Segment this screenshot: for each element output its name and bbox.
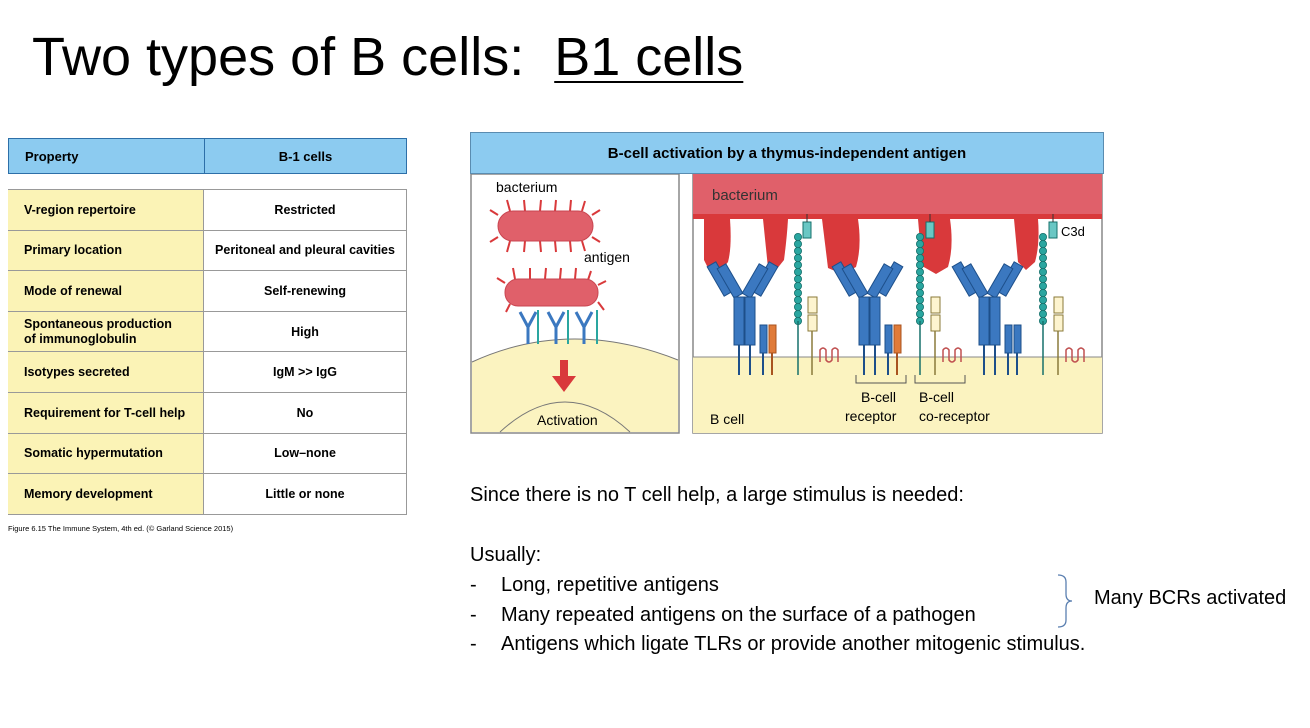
bcr-group-1 [706, 261, 779, 375]
figure-title: B-cell activation by a thymus-independen… [470, 132, 1104, 174]
list-item: - Many repeated antigens on the surface o… [470, 604, 1085, 634]
title-prefix: Two types of B cells: [32, 27, 525, 87]
slide-title: Two types of B cells: B1 cells [32, 26, 743, 88]
header-property: Property [9, 139, 205, 173]
list-item: - Long, repetitive antigens [470, 574, 1085, 604]
table-header: Property B-1 cells [8, 138, 407, 174]
row-property: Primary location [8, 230, 204, 271]
row-property: V-region repertoire [8, 190, 204, 230]
row-value: Low–none [204, 433, 407, 474]
coreceptor-chains [793, 233, 1048, 325]
bacterium-icon [489, 199, 601, 253]
row-property: Memory development [8, 474, 204, 514]
label-coreceptor-1: B-cell [919, 389, 954, 405]
bullet-list: - Long, repetitive antigens - Many repeated… [470, 574, 1085, 663]
stimulus-text: Since there is no T cell help, a large s… [470, 484, 964, 506]
header-value: B-1 cells [278, 148, 333, 164]
table-gap [8, 174, 407, 190]
bullet-dash: - [470, 633, 477, 655]
bullet-text: Long, repetitive antigens [501, 574, 719, 596]
label-receptor-2: receptor [845, 408, 897, 424]
table-row: Spontaneous production of immunoglobulin… [8, 311, 407, 353]
bacterium-body [497, 210, 594, 242]
label-antigen: antigen [584, 249, 630, 265]
label-bacterium-right: bacterium [712, 187, 778, 204]
row-value: Self-renewing [204, 271, 407, 311]
nucleus [499, 401, 631, 433]
row-property: Requirement for T-cell help [8, 392, 204, 433]
row-value: Restricted [204, 190, 407, 230]
row-property: Mode of renewal [8, 271, 204, 311]
row-value: High [204, 311, 407, 352]
bcr-small-icons [518, 311, 594, 344]
brace-icon [1057, 574, 1073, 628]
row-property: Somatic hypermutation [8, 433, 204, 474]
bullet-dash: - [470, 603, 477, 626]
label-coreceptor-2: co-receptor [919, 408, 990, 424]
bacterium-wall [693, 174, 1102, 214]
row-value: Peritoneal and pleural cavities [204, 230, 407, 271]
figure-caption: Figure 6.15 The Immune System, 4th ed. (… [8, 524, 234, 533]
row-value: Little or none [204, 474, 407, 514]
cd19-bars [807, 296, 1064, 332]
bracket-label: Many BCRs activated [1094, 587, 1287, 609]
bullet-dash: - [470, 574, 477, 596]
row-value: No [204, 392, 407, 433]
title-emphasis: B1 cells [554, 27, 744, 87]
row-value: IgM >> IgG [204, 352, 407, 392]
label-bacterium-left: bacterium [496, 179, 557, 195]
usually-heading: Usually: [470, 544, 542, 566]
label-brackets [855, 375, 966, 384]
label-activation: Activation [537, 412, 598, 428]
activation-figure: bacterium antigen Activation [470, 132, 1104, 435]
activation-diagram: bacterium antigen Activation [470, 173, 1103, 434]
cd81-loops [819, 347, 1085, 363]
left-cell-surface [472, 338, 678, 432]
label-b-cell: B cell [710, 411, 744, 427]
activation-arrow-icon [552, 360, 576, 392]
bcr-group-2 [831, 261, 904, 375]
label-receptor-1: B-cell [861, 389, 896, 405]
bound-bacterium-icon [496, 267, 607, 313]
row-property: Spontaneous production of immunoglobulin [8, 311, 204, 352]
bullet-text: Many repeated antigens on the surface of… [501, 603, 976, 626]
bcr-group-3 [951, 261, 1024, 375]
list-item: - Antigens which ligate TLRs or provide a… [470, 633, 1085, 663]
row-property: Isotypes secreted [8, 352, 204, 392]
bullet-text: Antigens which ligate TLRs or provide an… [501, 633, 1086, 655]
label-c3d: C3d [1061, 224, 1085, 239]
